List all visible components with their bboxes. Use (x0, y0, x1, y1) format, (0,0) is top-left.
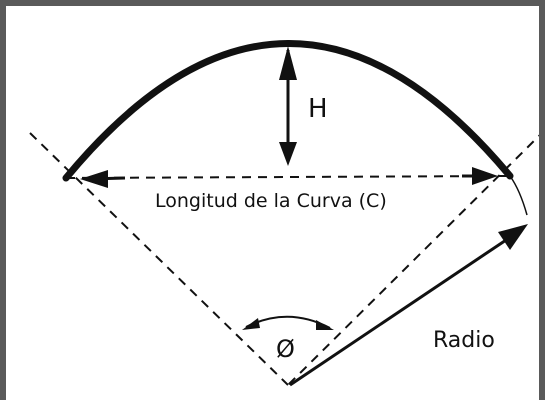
right-radial-dashed-line (287, 129, 545, 386)
radius-arrow-head (498, 224, 528, 250)
angle-arc-right-head (316, 320, 334, 330)
left-radial-dashed-line (29, 132, 289, 386)
height-arrow-top-head (279, 46, 297, 80)
curve-arc (62, 40, 514, 182)
arc-right-tail (509, 175, 528, 216)
curve-length-label: Longitud de la Curva (C) (155, 190, 387, 212)
angle-label: Ø (276, 335, 295, 363)
height-arrow-bottom-head (279, 142, 297, 166)
radius-arrow (289, 234, 513, 387)
chord-dashed-line (65, 175, 511, 179)
radius-label: Radio (433, 328, 495, 353)
height-label: H (308, 94, 328, 124)
left-chord-arrow-head (80, 170, 108, 188)
angle-arc-left-head (242, 318, 260, 330)
right-chord-arrow-head (472, 167, 498, 185)
